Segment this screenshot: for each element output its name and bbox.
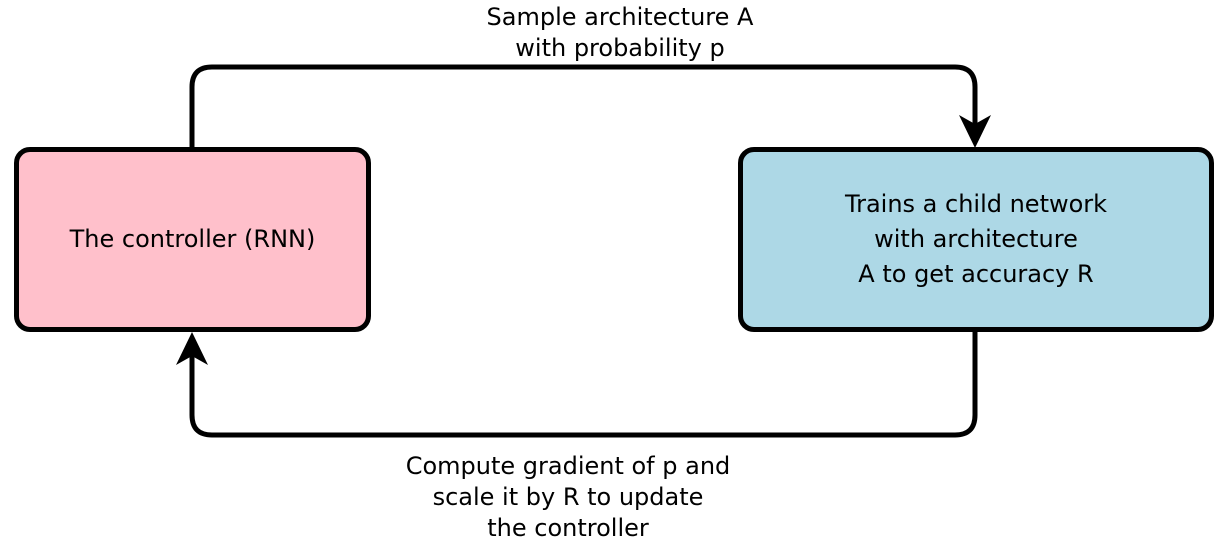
sample-architecture-arrow [189,64,991,150]
controller-box-label: The controller (RNN) [69,225,316,253]
controller-box: The controller (RNN) [14,147,371,332]
feedback-gradient-arrow-line [189,330,978,438]
sample-architecture-label: Sample architecture A with probability p [486,3,754,62]
child-network-box: Trains a child network with architecture… [738,147,1214,332]
feedback-gradient-label: Compute gradient of p and scale it by R … [405,452,731,542]
arrowhead-up-icon [176,332,208,365]
child-network-box-label: Trains a child network with architecture… [844,190,1108,288]
arrowhead-down-icon [959,115,991,148]
sample-architecture-arrow-line [189,64,978,150]
feedback-gradient-arrow [176,330,978,438]
